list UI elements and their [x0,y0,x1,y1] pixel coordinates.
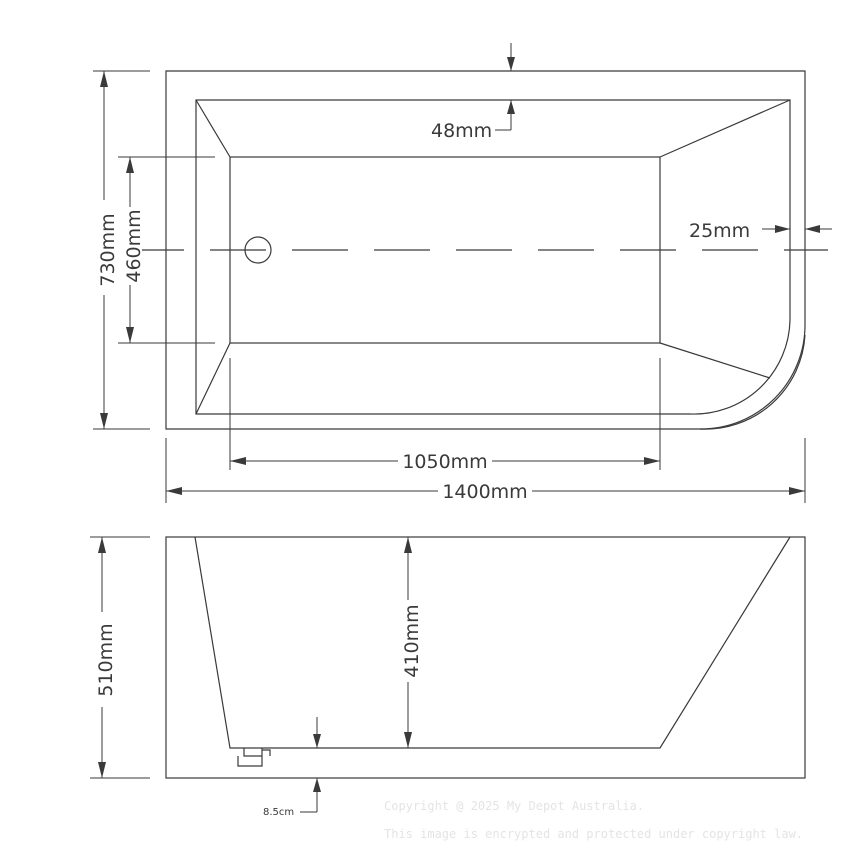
label-48mm: 48mm [431,120,492,142]
watermark-line-2: This image is encrypted and protected un… [384,827,803,841]
dim-1400: 1400mm [165,438,806,503]
label-460mm: 460mm [123,209,145,282]
label-730mm: 730mm [97,213,119,286]
dim-48: 48mm [431,43,515,142]
side-tub-profile [194,536,791,749]
bevel-bottom-left [195,342,231,415]
side-outer-box [165,536,806,779]
dim-410: 410mm [398,537,423,748]
label-1400mm: 1400mm [442,481,527,503]
copyright-watermark: Copyright @ 2025 My Depot Australia. Thi… [384,799,803,841]
bevel-top-left [195,99,231,158]
bevel-top-right [659,99,791,158]
dim-25: 25mm [689,220,832,242]
dim-510: 510mm [90,536,150,779]
top-view [128,70,828,430]
label-510mm: 510mm [95,623,117,696]
label-410mm: 410mm [401,604,423,677]
waste-outlet [237,748,271,767]
bevel-bottom-right [659,342,771,379]
dim-8-5cm: 8.5cm [263,717,321,818]
watermark-line-1: Copyright @ 2025 My Depot Australia. [384,799,644,813]
label-1050mm: 1050mm [402,451,487,473]
label-8-5cm: 8.5cm [263,807,294,818]
top-inner-rim [195,99,791,415]
side-view [165,536,806,779]
label-25mm: 25mm [689,220,750,242]
top-skirt-curve [699,334,806,430]
dim-730: 730mm [93,70,150,430]
dim-1050: 1050mm [229,358,661,473]
dim-460: 460mm [118,156,215,344]
